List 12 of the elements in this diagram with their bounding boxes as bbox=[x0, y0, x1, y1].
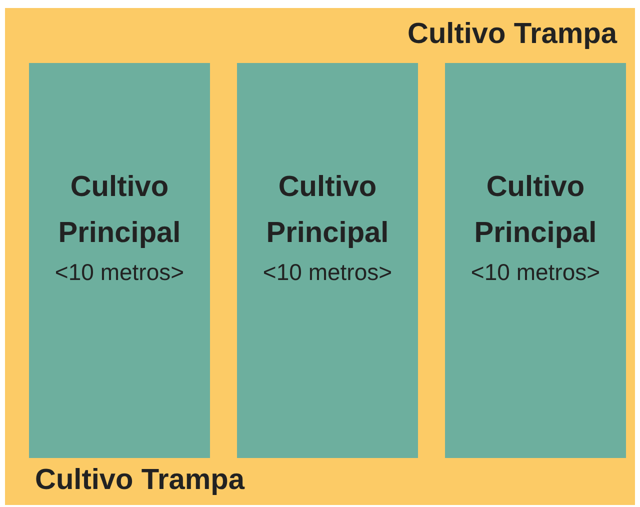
strip-title: Cultivo Principal bbox=[265, 170, 390, 250]
strip-title: Cultivo Principal bbox=[473, 170, 598, 250]
strip-width: <10 metros> bbox=[54, 258, 184, 286]
strip-title: Cultivo Principal bbox=[57, 170, 182, 250]
strip-width: <10 metros> bbox=[262, 258, 392, 286]
strip-width: <10 metros> bbox=[470, 258, 600, 286]
main-crop-strip bbox=[237, 63, 418, 458]
area-label: Cultivo Trampa bbox=[35, 466, 244, 495]
trap-crop-area bbox=[5, 8, 635, 505]
area-label: Cultivo Trampa bbox=[408, 20, 617, 49]
main-crop-strip bbox=[445, 63, 626, 458]
main-crop-strip bbox=[29, 63, 210, 458]
